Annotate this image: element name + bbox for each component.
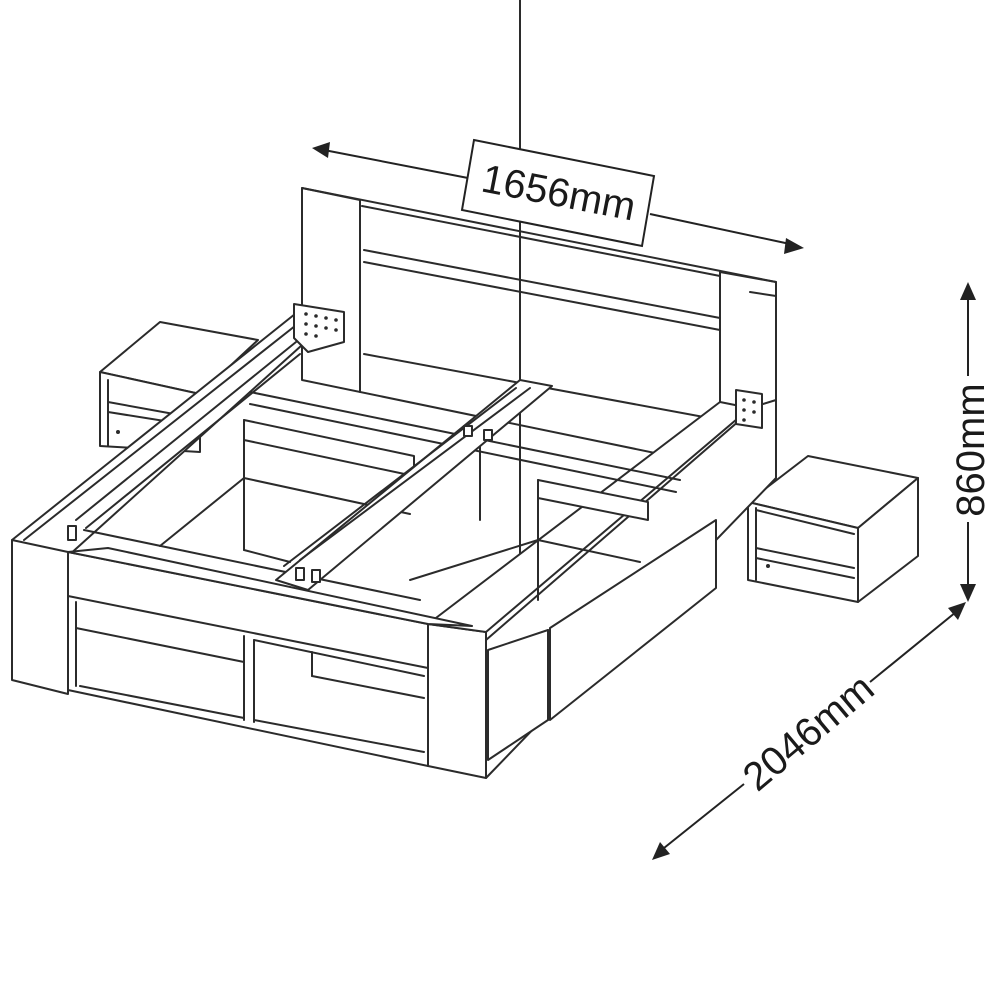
width-dimension: 1656mm (312, 138, 804, 254)
width-label-box (460, 138, 656, 248)
right-nightstand (747, 455, 919, 603)
length-dimension: 2046mm (652, 602, 966, 860)
length-label: 2046mm (735, 666, 882, 800)
height-label: 860mm (949, 383, 993, 516)
height-dimension: 860mm (949, 282, 993, 602)
headboard (301, 187, 777, 479)
bed-frame (11, 0, 777, 779)
